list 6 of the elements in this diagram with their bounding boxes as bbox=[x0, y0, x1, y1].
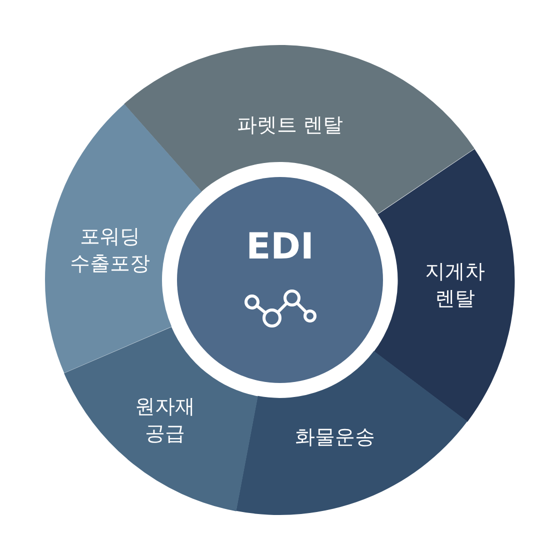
center-title: EDI bbox=[246, 226, 314, 270]
segment-label: 파렛트 렌탈 bbox=[236, 111, 344, 138]
segment-label: 지게차 렌탈 bbox=[424, 258, 486, 312]
segment-label: 원자재 공급 bbox=[134, 392, 196, 447]
segment-label: 화물운송 bbox=[294, 423, 376, 450]
segment-label: 포워딩 수출포장 bbox=[70, 222, 150, 277]
